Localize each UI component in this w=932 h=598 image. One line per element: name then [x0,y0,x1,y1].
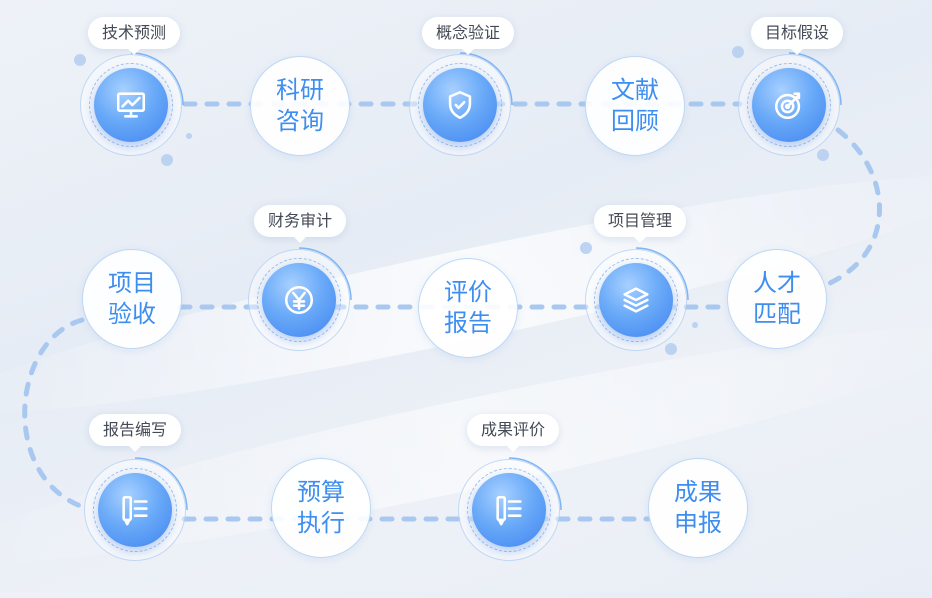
node-label-line: 科研 [276,76,324,104]
node-label-line: 咨询 [276,107,324,135]
connector-right-curve [825,127,882,287]
document-list-icon [496,495,522,526]
layers-icon [623,287,649,313]
node-tech-forecast [80,52,184,156]
tag-project-manage: 项目管理 [593,205,687,243]
node-label-line: 回顾 [611,107,659,135]
node-research-consult: 科研 咨询 [250,56,350,156]
node-result-evaluation [458,457,562,561]
tag-goal-hypothesis: 目标假设 [750,17,844,55]
node-label-line: 匹配 [753,300,801,328]
node-budget-execution: 预算 执行 [271,458,371,558]
decor-dot [74,54,86,66]
decor-dot [580,242,592,254]
node-label-line: 项目 [108,269,156,297]
node-label-line: 成果 [674,478,722,506]
shield-check-icon [448,90,472,120]
decor-dot [817,149,829,161]
node-goal-hypothesis [738,52,842,156]
node-project-acceptance: 项目 验收 [82,249,182,349]
node-result-declaration: 成果 申报 [648,458,748,558]
decor-dot [161,154,173,166]
node-label-line: 预算 [297,478,345,506]
node-label-line: 文献 [611,76,659,104]
target-icon [774,92,801,120]
yuan-icon [284,285,314,315]
decor-dot [665,343,677,355]
node-evaluation-report: 评价 报告 [418,258,518,358]
tag-report-writing: 报告编写 [88,414,182,452]
node-report-writing [84,457,188,561]
decor-dot [692,322,698,328]
node-label-line: 人才 [753,269,801,297]
node-label-line: 报告 [444,309,492,337]
node-literature-review: 文献 回顾 [585,56,685,156]
tag-concept-verify: 概念验证 [421,17,515,55]
node-label-line: 评价 [444,278,492,306]
node-talent-match: 人才 匹配 [727,249,827,349]
tag-financial-audit: 财务审计 [253,205,347,243]
monitor-chart-icon [116,92,146,118]
node-financial-audit [248,247,352,351]
tag-result-evaluation: 成果评价 [466,414,560,452]
connector-left-curve [22,317,89,511]
node-label-line: 验收 [108,300,156,328]
node-concept-verify [409,52,513,156]
decor-dot [732,46,744,58]
node-label-line: 申报 [674,509,722,537]
tag-tech-forecast: 技术预测 [87,17,181,55]
node-project-manage [585,247,689,351]
decor-dot [186,133,192,139]
document-list-icon [122,495,148,526]
node-label-line: 执行 [297,509,345,537]
